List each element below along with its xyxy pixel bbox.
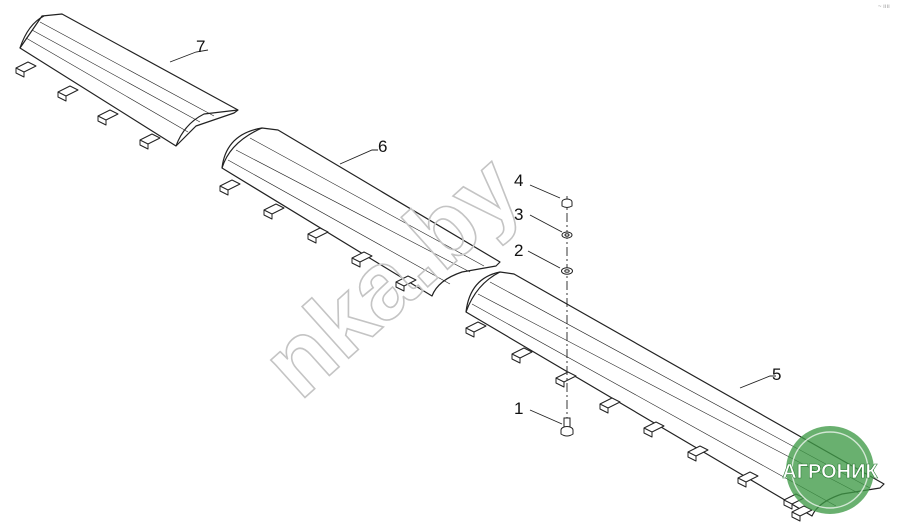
nut-part-4 <box>561 198 573 208</box>
callout-7: 7 <box>196 37 205 56</box>
brand-badge: АГРОНИК <box>782 426 879 514</box>
callout-4: 4 <box>514 171 523 190</box>
corner-mark: ~ ıııı <box>878 4 890 10</box>
callout-5: 5 <box>772 365 781 384</box>
mounting-tabs-5 <box>465 321 813 522</box>
bolt-part-1 <box>560 417 574 437</box>
washer-part-2 <box>561 267 573 275</box>
mounting-tabs-6 <box>219 179 417 292</box>
cover-section-6 <box>219 127 501 297</box>
callout-1: 1 <box>514 399 523 418</box>
fastener-assembly <box>560 196 574 437</box>
cover-section-7 <box>15 13 239 150</box>
brand-badge-circle <box>786 426 874 514</box>
mounting-tabs-7 <box>15 61 161 150</box>
callout-3: 3 <box>514 205 523 224</box>
lock-washer-part-3 <box>561 231 573 239</box>
brand-badge-text: АГРОНИК <box>782 461 878 483</box>
callout-6: 6 <box>378 137 387 156</box>
callout-2: 2 <box>514 241 523 260</box>
leader-lines <box>169 49 776 425</box>
